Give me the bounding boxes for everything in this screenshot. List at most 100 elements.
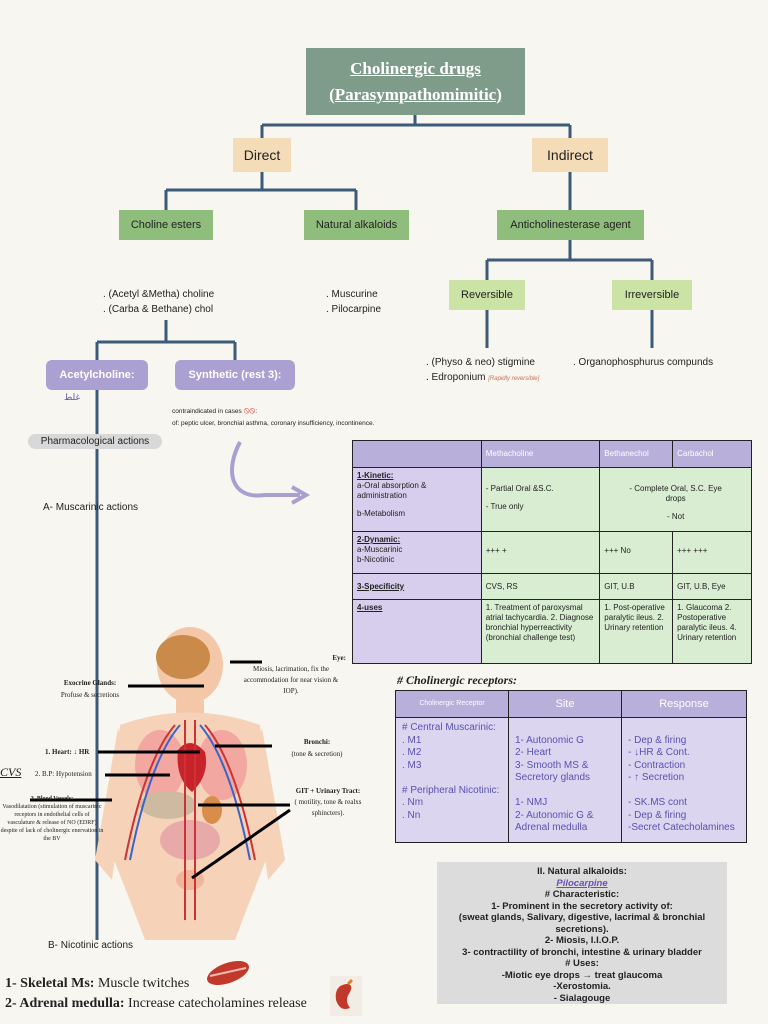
drug-comparison-table: Methacholine Bethanechol Carbachol 1-Kin… bbox=[352, 440, 752, 664]
reversible-node: Reversible bbox=[449, 280, 525, 310]
na-char-3: 3- contractility of bronchi, intestine &… bbox=[462, 946, 702, 958]
nicotinic-actions-heading: B- Nicotinic actions bbox=[48, 940, 134, 951]
body-silhouette bbox=[95, 627, 285, 940]
exocrine-text: Profuse & secretions bbox=[60, 691, 120, 699]
nicotinic-item-2: 2- Adrenal medulla: Increase catecholami… bbox=[5, 994, 307, 1014]
irreversible-node: Irreversible bbox=[612, 280, 692, 310]
reversible-item-name: . Edroponium bbox=[426, 372, 486, 383]
kinetic-label: 1-Kinetic: a-Oral absorption & administr… bbox=[352, 467, 482, 532]
dynamic-metha: +++ + bbox=[480, 531, 601, 574]
uses-metha: 1. Treatment of paroxysmal atrial tachyc… bbox=[480, 599, 601, 664]
uses-title: 4-uses bbox=[357, 603, 383, 612]
vessels-heading: 3. Blood Vessels: bbox=[30, 796, 74, 802]
kinetic-a-label: a-Oral absorption & administration bbox=[357, 481, 427, 500]
exocrine-heading: Exocrine Glands: bbox=[63, 679, 117, 687]
response-col: - Dep & firing - ↓HR & Cont. - Contracti… bbox=[621, 717, 747, 843]
specificity-metha: CVS, RS bbox=[480, 573, 601, 600]
contraindicated-heading: contraindicated in cases bbox=[172, 408, 242, 415]
table-row: 1-Kinetic: a-Oral absorption & administr… bbox=[352, 467, 752, 532]
natural-alkaloids-box: II. Natural alkaloids: Pilocarpine # Cha… bbox=[437, 862, 727, 1004]
kinetic-metha-a: - Partial Oral &S.C. bbox=[485, 484, 554, 493]
bronchi-heading: Bronchi: bbox=[303, 738, 331, 746]
cvs-label: CVS bbox=[0, 765, 22, 779]
header-methacholine: Methacholine bbox=[480, 440, 601, 468]
table-row: 2-Dynamic: a-Muscarinic b-Nicotinic +++ … bbox=[352, 531, 752, 574]
eye-text: Miosis, lacrimation, fix the accommodati… bbox=[243, 665, 339, 695]
arabic-note-icon: ﻏﻠﻂ bbox=[64, 392, 81, 402]
specificity-label: 3-Specificity bbox=[352, 573, 482, 600]
na-uses-heading: # Uses: bbox=[565, 958, 599, 969]
kinetic-rest: - Complete Oral, S.C. Eye drops - Not bbox=[599, 467, 752, 532]
synthetic-node: Synthetic (rest 3): bbox=[175, 360, 295, 390]
dynamic-betha: +++ No bbox=[599, 531, 674, 574]
na-char-1b: (sweat glands, Salivary, digestive, lacr… bbox=[458, 912, 706, 935]
choline-ester-item: . (Carba & Bethane) chol bbox=[103, 304, 214, 315]
kinetic-title: 1-Kinetic: bbox=[357, 471, 394, 480]
page-title: Cholinergic drugs (Parasympathomimitic) bbox=[306, 48, 525, 115]
contraindicated-line-1: contraindicated in cases ⦸⦸: bbox=[172, 405, 258, 415]
header-carbachol: Carbachol bbox=[672, 440, 752, 468]
muscle-icon bbox=[207, 960, 249, 986]
irreversible-list: . Organophosphurus compunds bbox=[573, 357, 714, 368]
contraindicated-line-2: of: peptic ulcer, bronchial asthma, coro… bbox=[172, 420, 375, 427]
bronchi-text: (tone & secretion) bbox=[291, 750, 343, 758]
nicotinic-item-1: 1- Skeletal Ms: Muscle twitches bbox=[5, 974, 307, 994]
dynamic-b-label: b-Nicotinic bbox=[357, 555, 395, 564]
site-col: 1- Autonomic G 2- Heart 3- Smooth MS & S… bbox=[508, 717, 622, 843]
git-heading: GIT + Urinary Tract: bbox=[295, 787, 361, 795]
uses-betha: 1. Post-operative paralytic ileus. 2. Ur… bbox=[599, 599, 674, 664]
vessels-label: 3. Blood Vessels: Vasodilatation (stimul… bbox=[0, 795, 104, 843]
reversible-item: . Edroponium [Rapidly reversible] bbox=[426, 370, 576, 387]
header-blank-cell bbox=[352, 440, 482, 468]
kidney-icon bbox=[330, 976, 362, 1016]
acetylcholine-node: Acetylcholine: bbox=[46, 360, 148, 390]
kinetic-b-label: b-Metabolism bbox=[357, 509, 406, 518]
rapidly-reversible-note: [Rapidly reversible] bbox=[488, 376, 540, 382]
receptors-title: # Cholinergic receptors: bbox=[397, 673, 517, 687]
contraindications: contraindicated in cases ⦸⦸: of: peptic … bbox=[172, 404, 422, 430]
exocrine-label: Exocrine Glands: Profuse & secretions bbox=[45, 677, 135, 701]
nicotinic-list: 1- Skeletal Ms: Muscle twitches 2- Adren… bbox=[5, 974, 307, 1014]
bp-label: 2. B.P: Hypotension bbox=[35, 770, 92, 778]
title-line-2: (Parasympathomimitic) bbox=[329, 84, 502, 104]
nicotinic-item-2-label: 2- Adrenal medulla: bbox=[5, 996, 125, 1011]
muscarinic-actions-heading: A- Muscarinic actions bbox=[43, 502, 139, 513]
choline-ester-item: . (Acetyl &Metha) choline bbox=[103, 289, 215, 300]
table-row: # Central Muscarinic: . M1 . M2 . M3 # P… bbox=[395, 717, 747, 843]
anticholinesterase-node: Anticholinesterase agent bbox=[497, 210, 644, 240]
na-char-heading: # Characteristic: bbox=[544, 889, 620, 900]
na-char-1: 1- Prominent in the secretory activity o… bbox=[491, 900, 673, 912]
alkaloids-list: . Muscurine . Pilocarpine bbox=[326, 287, 436, 317]
eye-label: Eye: Miosis, lacrimation, fix the accomm… bbox=[236, 653, 346, 697]
heart-label: 1. Heart: ↓ HR bbox=[45, 748, 90, 756]
uses-label: 4-uses bbox=[352, 599, 482, 664]
vessels-text: Vasodilatation (stimulation of muscarini… bbox=[0, 804, 104, 842]
na-char-2: 2- Miosis, I.I.O.P. bbox=[544, 935, 620, 946]
header-bethanechol: Bethanechol bbox=[599, 440, 674, 468]
dynamic-title: 2-Dynamic: bbox=[357, 535, 401, 544]
kinetic-rest-b: - Not bbox=[666, 512, 685, 521]
na-use-3: - Sialagouge bbox=[553, 992, 611, 1004]
direct-node: Direct bbox=[233, 138, 291, 172]
dynamic-a-label: a-Muscarinic bbox=[357, 545, 403, 554]
na-name: Pilocarpine bbox=[556, 877, 608, 889]
prohibited-icon: ⦸⦸ bbox=[243, 405, 256, 415]
nicotinic-item-1-text: Muscle twitches bbox=[94, 976, 190, 991]
table-row: 4-uses 1. Treatment of paroxysmal atrial… bbox=[352, 599, 752, 664]
kinetic-rest-a: - Complete Oral, S.C. Eye drops bbox=[629, 484, 722, 503]
table-row: Methacholine Bethanechol Carbachol bbox=[352, 440, 752, 468]
git-text: ( motility, tone & realxs sphincters). bbox=[294, 798, 362, 817]
receptors-table: Cholinergic Receptor Site Response # Cen… bbox=[395, 690, 747, 843]
eye-heading: Eye: bbox=[332, 654, 346, 662]
table-row: Cholinergic Receptor Site Response bbox=[395, 690, 747, 718]
nicotinic-item-1-label: 1- Skeletal Ms: bbox=[5, 976, 95, 991]
table-row: 3-Specificity CVS, RS GIT, U.B GIT, U.B,… bbox=[352, 573, 752, 600]
title-line-1: Cholinergic drugs bbox=[350, 58, 481, 78]
receptor-header: Cholinergic Receptor bbox=[395, 690, 509, 718]
reversible-list: . (Physo & neo) stigmine . Edroponium [R… bbox=[426, 355, 576, 387]
git-label: GIT + Urinary Tract: ( motility, tone & … bbox=[288, 786, 368, 819]
dynamic-carba: +++ +++ bbox=[672, 531, 752, 574]
na-heading: II. Natural alkaloids: bbox=[537, 866, 627, 877]
